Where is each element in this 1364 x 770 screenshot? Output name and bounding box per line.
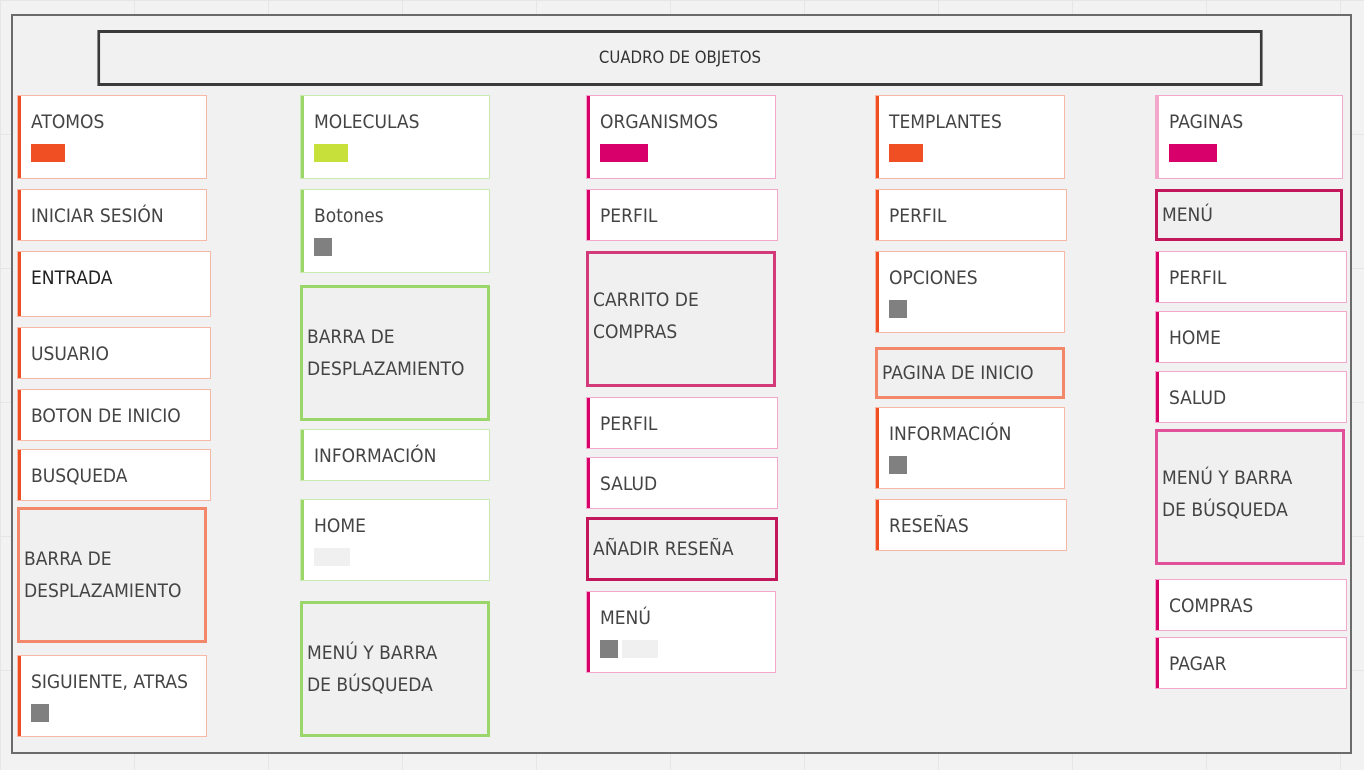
card-label: CARRITO DE COMPRAS (593, 289, 699, 343)
card-label: PERFIL (600, 413, 658, 435)
card-salud[interactable]: SALUD (587, 458, 777, 508)
color-swatch-organismos (600, 144, 648, 162)
color-swatch-templantes (889, 144, 923, 162)
column-header-organismos[interactable]: ORGANISMOS (587, 96, 775, 178)
column-title: MOLECULAS (314, 111, 420, 133)
card-label: SALUD (1169, 387, 1227, 409)
column-title: ATOMOS (31, 111, 105, 133)
card-opciones[interactable]: OPCIONES (876, 252, 1064, 332)
card-label: ENTRADA (31, 267, 113, 289)
board-title: CUADRO DE OBJETOS (598, 48, 762, 68)
board-header[interactable]: CUADRO DE OBJETOS (97, 30, 1263, 86)
card-label: SIGUIENTE, ATRAS (31, 671, 188, 693)
card-siguiente-atras[interactable]: SIGUIENTE, ATRAS (18, 656, 206, 736)
card-home[interactable]: HOME (301, 500, 489, 580)
column-header-atomos[interactable]: ATOMOS (18, 96, 206, 178)
card-menu[interactable]: MENÚ (1156, 190, 1342, 240)
card-label: BUSQUEDA (31, 465, 128, 487)
grey-swatch (889, 456, 907, 474)
card-label: BARRA DE DESPLAZAMIENTO (307, 326, 465, 380)
card-label: PAGAR (1169, 653, 1227, 675)
card-iniciar-sesion[interactable]: INICIAR SESIÓN (18, 190, 206, 240)
column-title: TEMPLANTES (889, 111, 1002, 133)
card-barra-de-desplazamiento[interactable]: BARRA DE DESPLAZAMIENTO (18, 508, 206, 642)
card-menu[interactable]: MENÚ (587, 592, 775, 672)
column-header-paginas[interactable]: PAGINAS (1156, 96, 1342, 178)
card-label: AÑADIR RESEÑA (593, 538, 734, 560)
card-perfil-2[interactable]: PERFIL (587, 398, 777, 448)
card-barra-de-desplazamiento[interactable]: BARRA DE DESPLAZAMIENTO (301, 286, 489, 420)
card-label: COMPRAS (1169, 595, 1254, 617)
card-resenas[interactable]: RESEÑAS (876, 500, 1066, 550)
card-label: SALUD (600, 473, 658, 495)
column-header-moleculas[interactable]: MOLECULAS (301, 96, 489, 178)
card-botones[interactable]: Botones (301, 190, 489, 272)
swatch-row (600, 640, 765, 658)
card-label: Botones (314, 205, 384, 227)
card-label: PAGINA DE INICIO (882, 362, 1034, 384)
card-label: MENÚ Y BARRA DE BÚSQUEDA (1162, 467, 1293, 521)
card-label: MENÚ Y BARRA DE BÚSQUEDA (307, 642, 438, 696)
color-swatch-moleculas (314, 144, 348, 162)
light-swatch (314, 548, 350, 566)
card-usuario[interactable]: USUARIO (18, 328, 210, 378)
card-boton-de-inicio[interactable]: BOTON DE INICIO (18, 390, 210, 440)
card-label: HOME (1169, 327, 1221, 349)
grey-swatch (889, 300, 907, 318)
card-perfil[interactable]: PERFIL (876, 190, 1066, 240)
card-pagina-de-inicio[interactable]: PAGINA DE INICIO (876, 348, 1064, 398)
card-label: BARRA DE DESPLAZAMIENTO (24, 548, 182, 602)
card-home[interactable]: HOME (1156, 312, 1346, 362)
card-entrada[interactable]: ENTRADA (18, 252, 210, 316)
card-label: MENÚ (1162, 204, 1213, 226)
card-label: BOTON DE INICIO (31, 405, 181, 427)
card-label: PERFIL (889, 205, 947, 227)
card-perfil[interactable]: PERFIL (587, 190, 777, 240)
card-compras[interactable]: COMPRAS (1156, 580, 1346, 630)
card-label: OPCIONES (889, 267, 978, 289)
card-label: HOME (314, 515, 366, 537)
column-title: ORGANISMOS (600, 111, 719, 133)
card-menu-y-barra-de-busqueda[interactable]: MENÚ Y BARRA DE BÚSQUEDA (301, 602, 489, 736)
color-swatch-paginas (1169, 144, 1217, 162)
color-swatch-atomos (31, 144, 65, 162)
card-label: INICIAR SESIÓN (31, 205, 164, 227)
card-label: INFORMACIÓN (889, 423, 1012, 445)
column-header-templantes[interactable]: TEMPLANTES (876, 96, 1064, 178)
card-informacion[interactable]: INFORMACIÓN (876, 408, 1064, 488)
light-swatch (622, 640, 658, 658)
card-label: USUARIO (31, 343, 109, 365)
card-label: PERFIL (600, 205, 658, 227)
card-label: INFORMACIÓN (314, 445, 437, 467)
card-menu-y-barra-de-busqueda[interactable]: MENÚ Y BARRA DE BÚSQUEDA (1156, 430, 1344, 564)
card-perfil[interactable]: PERFIL (1156, 252, 1346, 302)
grey-swatch (314, 238, 332, 256)
grey-swatch (600, 640, 618, 658)
card-pagar[interactable]: PAGAR (1156, 638, 1346, 688)
card-anadir-resena[interactable]: AÑADIR RESEÑA (587, 518, 777, 580)
card-label: MENÚ (600, 607, 651, 629)
card-salud[interactable]: SALUD (1156, 372, 1346, 422)
card-carrito-de-compras[interactable]: CARRITO DE COMPRAS (587, 252, 775, 386)
column-title: PAGINAS (1169, 111, 1244, 133)
grey-swatch (31, 704, 49, 722)
card-busqueda[interactable]: BUSQUEDA (18, 450, 210, 500)
card-label: PERFIL (1169, 267, 1227, 289)
card-label: RESEÑAS (889, 515, 969, 537)
card-informacion[interactable]: INFORMACIÓN (301, 430, 489, 480)
